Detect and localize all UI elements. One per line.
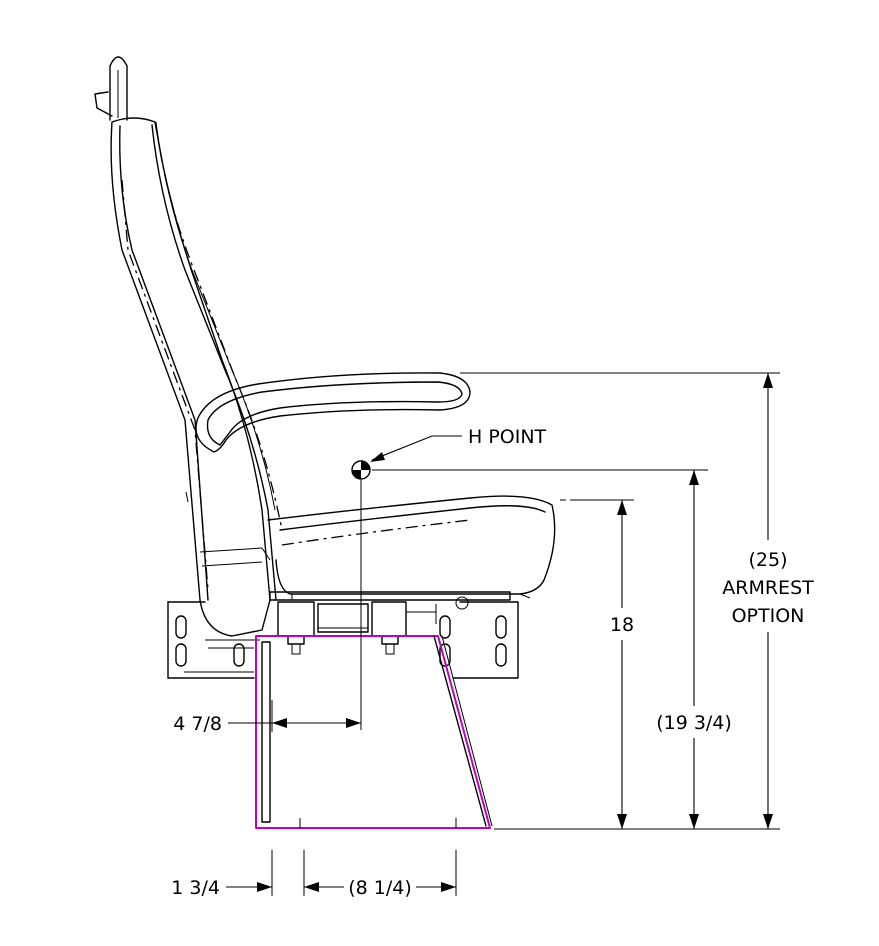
front-offset-dimension	[226, 882, 272, 892]
h-point-leader	[370, 435, 462, 462]
armrest-height-dimension	[763, 373, 773, 829]
headrest-post	[94, 56, 128, 121]
seat-cushion	[267, 495, 566, 600]
h-point-label: H POINT	[468, 426, 547, 448]
seat-height-value: 18	[610, 614, 634, 636]
extension-lines	[271, 372, 780, 896]
h-point-marker	[351, 460, 371, 480]
armrest	[195, 372, 471, 453]
h-point-offset-dimension	[228, 718, 361, 728]
seat-height-dimension	[617, 500, 627, 829]
h-point-height-value: (19 3/4)	[656, 712, 732, 734]
base-pedestal	[255, 635, 493, 829]
armrest-option-line2: OPTION	[732, 605, 805, 627]
h-point-offset-value: 4 7/8	[173, 713, 222, 735]
mounting-bracket	[167, 601, 519, 679]
h-point-height-dimension	[689, 470, 699, 829]
seat-back	[110, 117, 283, 637]
base-depth-dimension	[304, 882, 456, 892]
front-offset-value: 1 3/4	[171, 877, 220, 899]
armrest-option-line1: ARMREST	[722, 577, 814, 599]
armrest-height-value: (25)	[748, 549, 787, 571]
base-depth-value: (8 1/4)	[348, 877, 412, 899]
